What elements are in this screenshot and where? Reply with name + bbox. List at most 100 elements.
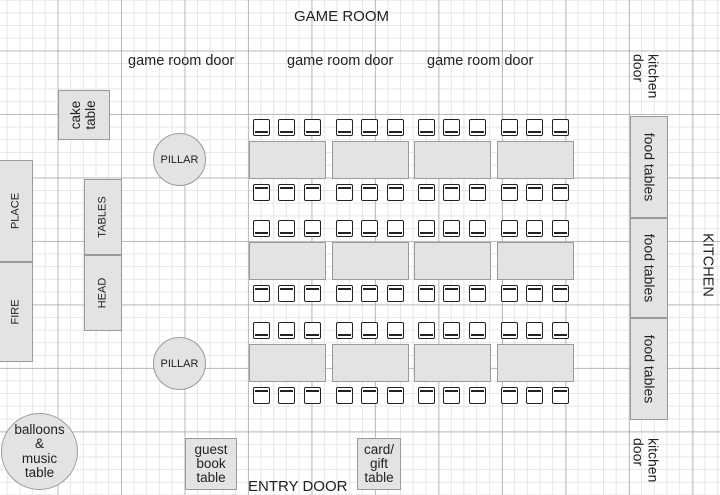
chair	[500, 322, 518, 339]
food-table-3: food tables	[630, 318, 668, 420]
balloons-line1: balloons	[14, 422, 65, 438]
chair	[443, 220, 460, 237]
chair	[469, 119, 486, 136]
guest-line2: book	[196, 455, 226, 471]
chair	[469, 184, 486, 201]
guest-table	[249, 242, 326, 280]
chair	[278, 220, 295, 237]
chair	[469, 322, 486, 339]
chair	[551, 184, 569, 201]
chair	[278, 184, 295, 201]
card-line2: gift	[369, 455, 388, 471]
chair	[278, 119, 295, 136]
cake-table-label: cake table	[68, 100, 98, 130]
game-room-door-label-2: game room door	[287, 53, 394, 69]
chair	[443, 322, 460, 339]
food-table-label: food tables	[641, 334, 658, 404]
chair	[360, 184, 378, 201]
chair	[386, 184, 404, 201]
chair	[335, 285, 353, 302]
guest-table	[496, 242, 574, 280]
chair	[253, 285, 270, 302]
chair	[551, 119, 569, 136]
guest-line3: table	[196, 470, 226, 486]
chair	[304, 220, 321, 237]
card-line1: card/	[363, 441, 394, 457]
chair	[443, 119, 460, 136]
chair	[253, 184, 270, 201]
chair	[443, 285, 460, 302]
chair	[386, 119, 404, 136]
chair	[304, 119, 321, 136]
chair	[335, 119, 353, 136]
cake-table: cake table	[58, 90, 110, 140]
guest-table	[249, 141, 326, 179]
chair	[418, 322, 435, 339]
card-gift-table: card/ gift table	[357, 438, 401, 490]
kitchen-door-text: kitchen door	[631, 54, 662, 99]
chair	[525, 119, 543, 136]
chair	[360, 220, 378, 237]
guest-book-table: guest book table	[185, 438, 237, 490]
guest-table	[496, 344, 574, 382]
chair	[525, 220, 543, 237]
pillar-top: PILLAR	[153, 133, 206, 186]
balloons-line2: &	[34, 436, 44, 452]
balloons-line3: music	[21, 450, 58, 466]
entry-door-label: ENTRY DOOR	[248, 478, 348, 495]
guest-table	[496, 141, 574, 179]
chair	[253, 220, 270, 237]
pillar-label: PILLAR	[160, 153, 199, 166]
chair	[500, 184, 518, 201]
kitchen-door-label-bottom: kitchen door	[631, 438, 662, 486]
guest-table	[331, 344, 409, 382]
guest-table	[331, 242, 409, 280]
chair	[418, 119, 435, 136]
game-room-door-label-3: game room door	[427, 53, 534, 69]
chair	[253, 322, 270, 339]
head-tables-top: TABLES	[84, 179, 122, 255]
chair	[335, 220, 353, 237]
chair	[360, 322, 378, 339]
guest-table	[414, 141, 491, 179]
chair	[278, 285, 295, 302]
chair	[443, 184, 460, 201]
chair	[278, 387, 295, 404]
fireplace-fire-label: FIRE	[9, 299, 21, 325]
chair	[500, 285, 518, 302]
guest-table	[331, 141, 409, 179]
guest-table	[249, 344, 326, 382]
head-tables-head-label: HEAD	[96, 277, 109, 309]
game-room-label: GAME ROOM	[294, 8, 390, 25]
chair	[360, 119, 378, 136]
pillar-label: PILLAR	[160, 357, 199, 370]
chair	[551, 387, 569, 404]
card-line3: table	[364, 470, 394, 486]
chair	[500, 220, 518, 237]
chair	[304, 322, 321, 339]
chair	[469, 387, 486, 404]
kitchen-label: KITCHEN	[699, 233, 716, 297]
chair	[525, 322, 543, 339]
chair	[443, 387, 460, 404]
fireplace-top: PLACE	[0, 160, 33, 262]
chair	[386, 387, 404, 404]
fireplace-bottom: FIRE	[0, 262, 33, 362]
food-table-label: food tables	[641, 233, 658, 303]
chair	[551, 220, 569, 237]
chair	[418, 387, 435, 404]
chair	[335, 184, 353, 201]
balloons-music-table: balloons & music table	[1, 413, 78, 490]
chair	[551, 322, 569, 339]
chair	[304, 285, 321, 302]
chair	[500, 387, 518, 404]
kitchen-door-label-top: kitchen door	[631, 54, 662, 102]
chair	[335, 322, 353, 339]
balloons-line4: table	[24, 464, 55, 480]
chair	[253, 119, 270, 136]
chair	[500, 119, 518, 136]
chair	[418, 184, 435, 201]
guest-line1: guest	[194, 441, 228, 457]
pillar-bottom: PILLAR	[153, 337, 206, 390]
